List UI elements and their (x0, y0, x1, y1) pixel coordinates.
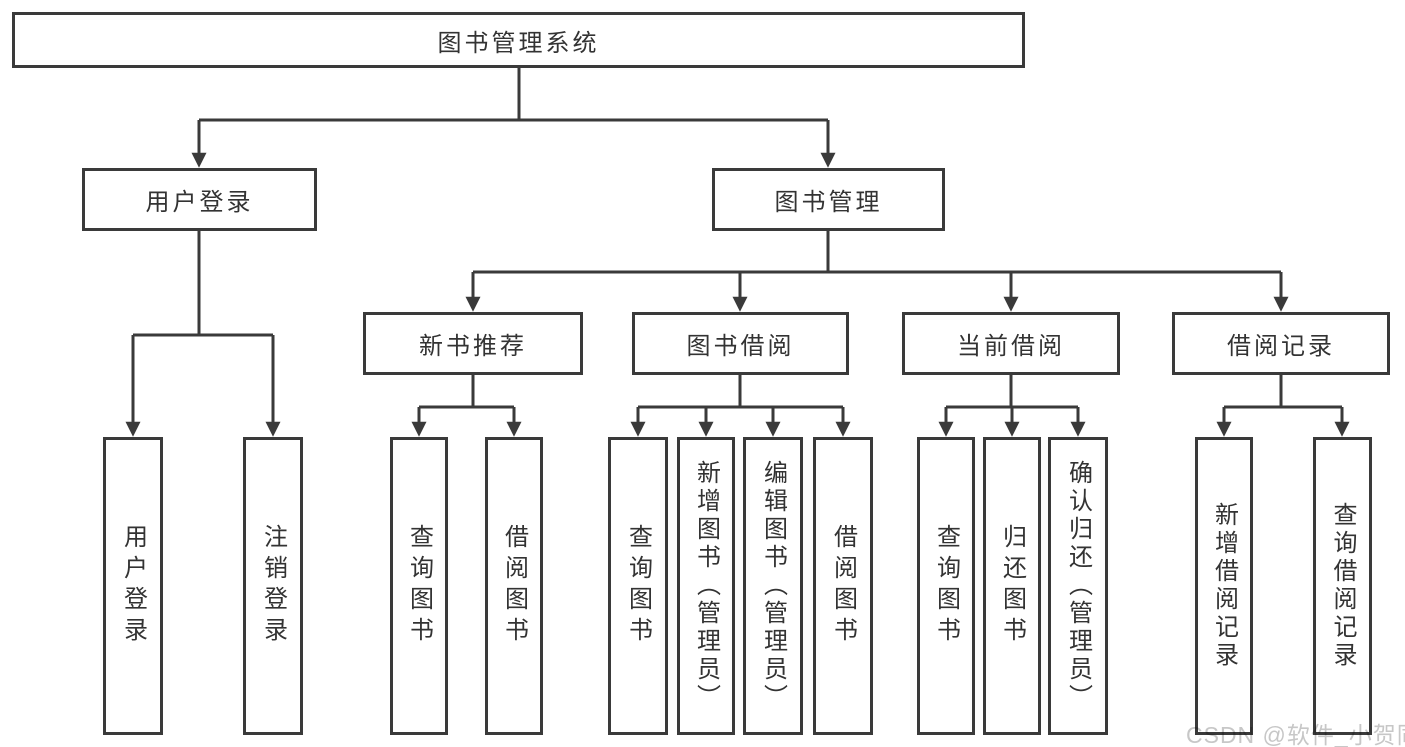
csdn-watermark: CSDN @软件_小贺同学 (1186, 722, 1405, 747)
leaf-borrow-books: 借阅图书 (813, 437, 873, 735)
leaf-add-book-admin: 新增图书（管理员） (677, 437, 735, 735)
leaf-query-books-recommend: 查询图书 (390, 437, 448, 735)
leaf-confirm-return-admin: 确认归还（管理员） (1048, 437, 1108, 735)
node-library-management-system: 图书管理系统 (12, 12, 1025, 68)
leaf-add-borrow-record: 新增借阅记录 (1195, 437, 1253, 735)
node-book-borrowing: 图书借阅 (632, 312, 849, 375)
leaf-user-login: 用户登录 (103, 437, 163, 735)
leaf-edit-book-admin: 编辑图书（管理员） (743, 437, 803, 735)
node-book-management: 图书管理 (712, 168, 945, 231)
leaf-query-books-borrow: 查询图书 (608, 437, 668, 735)
node-current-borrowing: 当前借阅 (902, 312, 1120, 375)
node-user-login: 用户登录 (82, 168, 317, 231)
node-borrowing-records: 借阅记录 (1172, 312, 1390, 375)
node-new-book-recommendation: 新书推荐 (363, 312, 583, 375)
leaf-query-books-current: 查询图书 (917, 437, 975, 735)
leaf-borrow-books-recommend: 借阅图书 (485, 437, 543, 735)
leaf-return-book: 归还图书 (983, 437, 1041, 735)
leaf-query-borrow-record: 查询借阅记录 (1313, 437, 1372, 735)
leaf-logout: 注销登录 (243, 437, 303, 735)
